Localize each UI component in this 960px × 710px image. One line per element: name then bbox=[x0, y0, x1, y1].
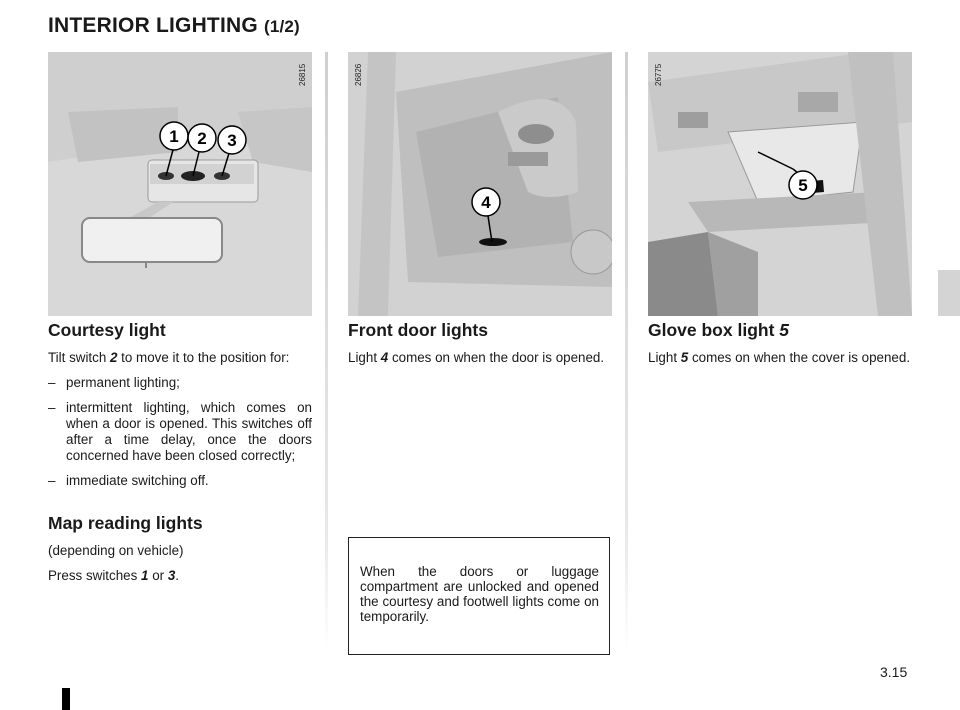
note-box: When the doors or luggage compartment ar… bbox=[348, 537, 610, 655]
map-reading-note: (depending on vehicle) bbox=[48, 543, 184, 558]
text: comes on when the door is opened. bbox=[388, 350, 605, 365]
courtesy-options-list: permanent lighting; intermittent lightin… bbox=[48, 375, 312, 489]
text: Press switches bbox=[48, 568, 142, 583]
text: Light bbox=[348, 350, 381, 365]
page-mark bbox=[62, 688, 70, 710]
label-1: 1 bbox=[169, 127, 178, 146]
glove-box-text: Light 5 comes on when the cover is opene… bbox=[648, 350, 912, 366]
text: Light bbox=[648, 350, 681, 365]
photo-courtesy-light: 1 2 3 26815 bbox=[48, 52, 312, 316]
text: Glove box light bbox=[648, 320, 780, 340]
column-courtesy: Courtesy light Tilt switch 2 to move it … bbox=[48, 318, 312, 593]
ref-number: 5 bbox=[779, 320, 789, 340]
glove-box-illustration: 5 bbox=[648, 52, 912, 316]
page-title: INTERIOR LIGHTING (1/2) bbox=[48, 14, 300, 38]
front-door-illustration: 4 bbox=[348, 52, 612, 316]
heading-map-reading: Map reading lights bbox=[48, 513, 203, 533]
column-front-door: Front door lights Light 4 comes on when … bbox=[348, 318, 612, 375]
text: or bbox=[148, 568, 168, 583]
page-title-text: INTERIOR LIGHTING bbox=[48, 14, 258, 37]
label-4: 4 bbox=[481, 193, 491, 212]
courtesy-intro: Tilt switch 2 to move it to the position… bbox=[48, 350, 312, 366]
page-number: 3.15 bbox=[880, 664, 908, 680]
photo-glove-box: 5 26775 bbox=[648, 52, 912, 316]
courtesy-light-illustration: 1 2 3 bbox=[48, 52, 312, 316]
chapter-tab bbox=[938, 270, 960, 316]
ref-number: 5 bbox=[680, 350, 689, 365]
ref-number: 1 bbox=[141, 568, 149, 583]
label-3: 3 bbox=[227, 131, 236, 150]
photo-code: 26775 bbox=[654, 63, 663, 86]
column-glove-box: Glove box light 5 Light 5 comes on when … bbox=[648, 318, 912, 375]
map-reading-text: Press switches 1 or 3. bbox=[48, 568, 312, 584]
column-separator bbox=[325, 52, 328, 652]
text: . bbox=[175, 568, 180, 583]
text: comes on when the cover is opened. bbox=[688, 350, 911, 365]
ref-number: 3 bbox=[167, 568, 176, 583]
heading-front-door: Front door lights bbox=[348, 320, 488, 340]
text: to move it to the position for: bbox=[117, 350, 290, 365]
list-item: permanent lighting; bbox=[48, 375, 312, 391]
label-2: 2 bbox=[197, 129, 206, 148]
heading-courtesy-light: Courtesy light bbox=[48, 320, 166, 340]
front-door-text: Light 4 comes on when the door is opened… bbox=[348, 350, 612, 366]
column-separator bbox=[625, 52, 628, 652]
label-5: 5 bbox=[798, 176, 807, 195]
photo-code: 26815 bbox=[298, 63, 307, 86]
text: Tilt switch bbox=[48, 350, 110, 365]
photo-front-door: 4 26826 bbox=[348, 52, 612, 316]
photo-code: 26826 bbox=[354, 63, 363, 86]
list-item: immediate switching off. bbox=[48, 473, 312, 489]
ref-number: 4 bbox=[380, 350, 389, 365]
heading-glove-box: Glove box light 5 bbox=[648, 320, 912, 340]
page-title-part: (1/2) bbox=[263, 17, 300, 36]
ref-number: 2 bbox=[110, 350, 118, 365]
list-item: intermittent lighting, which comes on wh… bbox=[48, 400, 312, 464]
